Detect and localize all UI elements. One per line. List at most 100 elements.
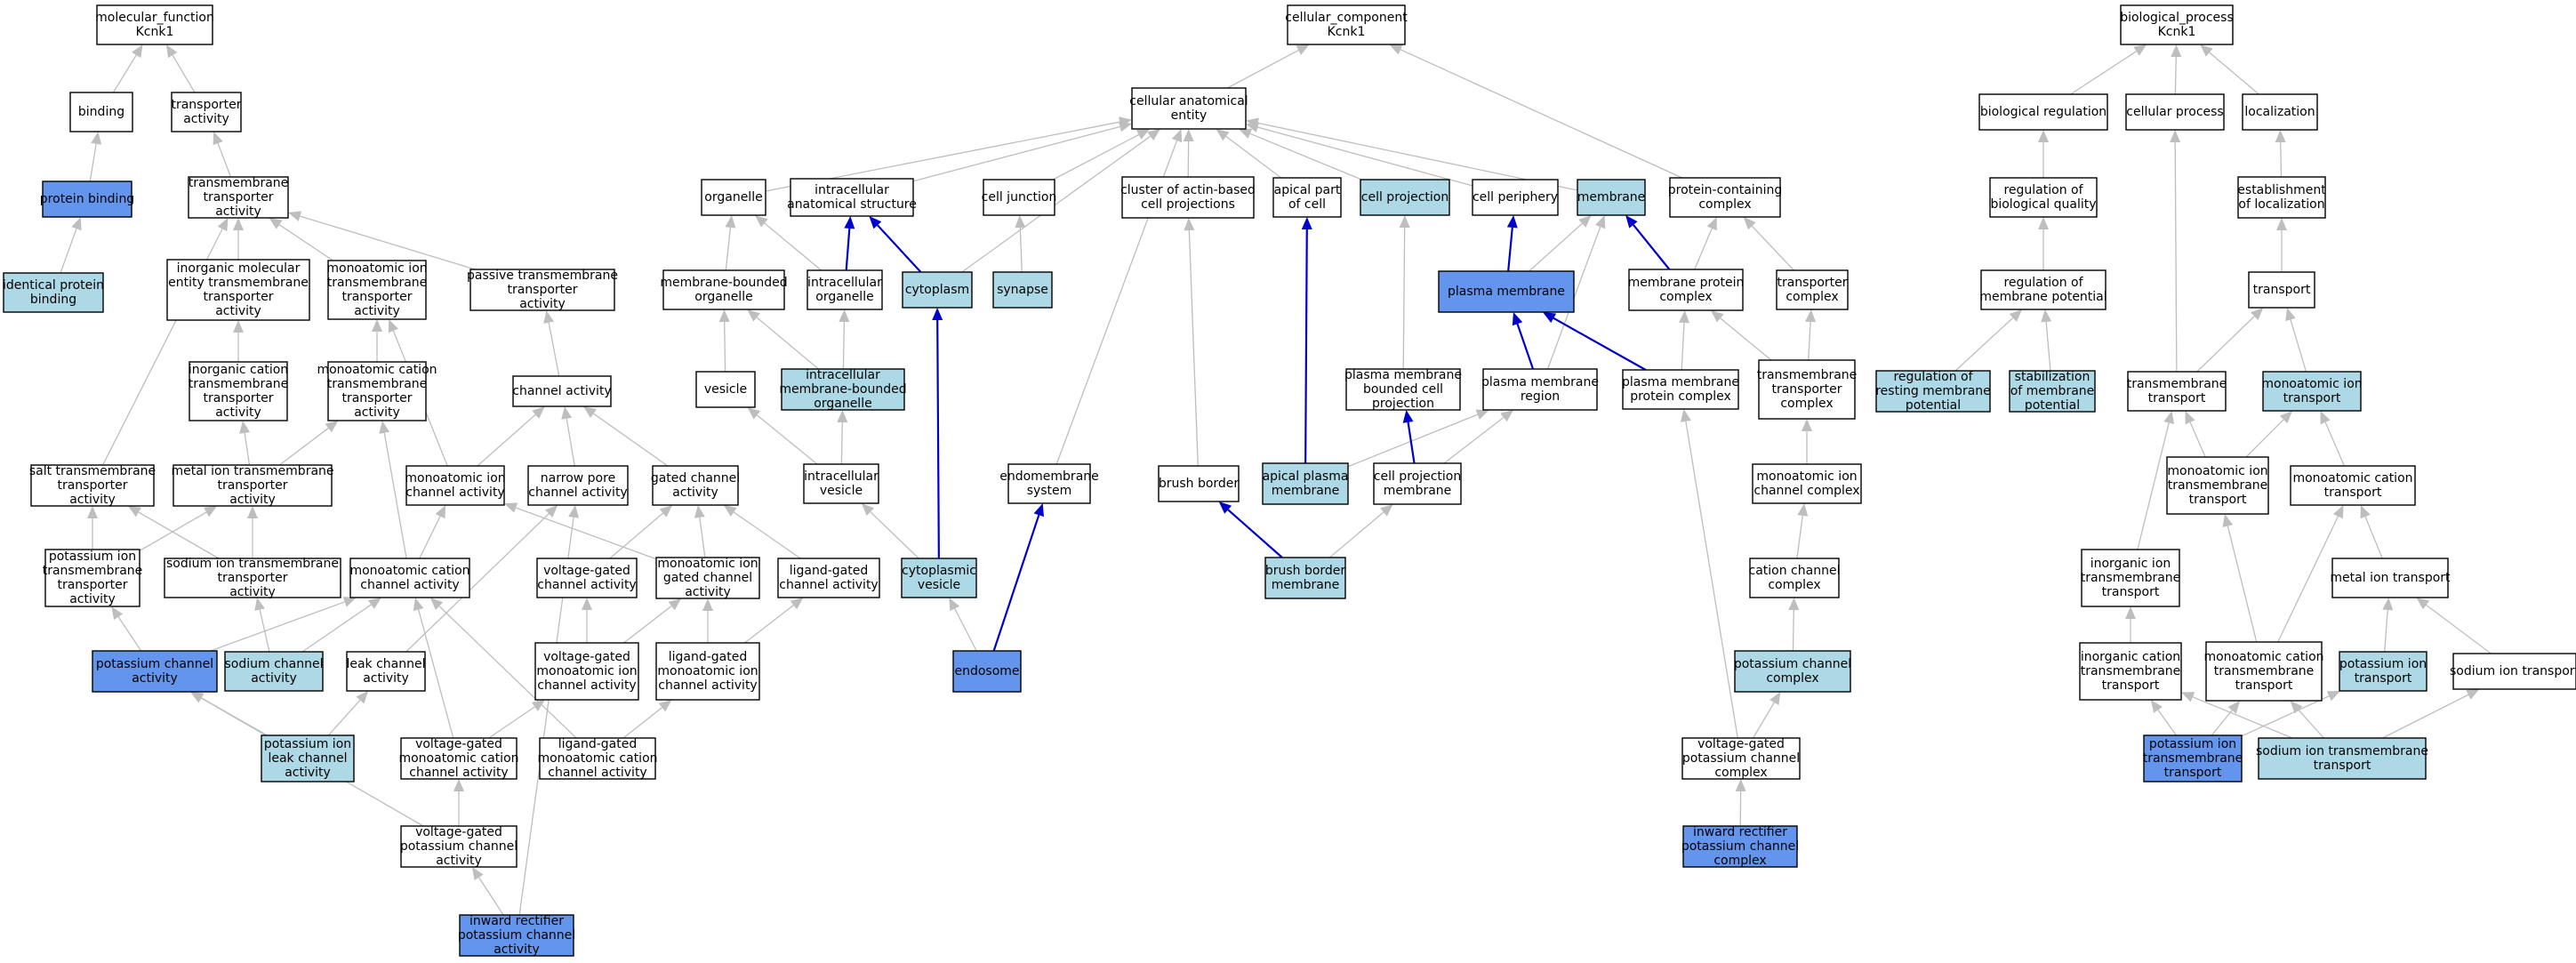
node-inorg_cation_tm[interactable]: inorganic cationtransmembranetransporter…: [189, 361, 289, 421]
node-na_ion_transport[interactable]: sodium ion transport: [2450, 653, 2576, 690]
edge-line: [877, 224, 922, 273]
arrowhead-icon: [561, 406, 573, 420]
node-channel_activity[interactable]: channel activity: [512, 375, 612, 407]
node-cell_junction[interactable]: cell junction: [982, 179, 1057, 216]
node-membrane[interactable]: membrane: [1577, 179, 1646, 216]
node-vesicle[interactable]: vesicle: [695, 371, 756, 408]
node-organelle[interactable]: organelle: [701, 179, 766, 216]
edge-mono_ion_transport-to-transport: [2285, 308, 2307, 373]
node-binding[interactable]: binding: [69, 92, 133, 132]
node-box: [512, 375, 612, 407]
node-metal_ion_tm[interactable]: metal ion transmembranetransporteractivi…: [171, 464, 333, 507]
node-metal_ion_transport[interactable]: metal ion transport: [2330, 558, 2451, 598]
node-cell_periphery[interactable]: cell periphery: [1472, 179, 1559, 216]
node-bio_reg[interactable]: biological regulation: [1978, 93, 2108, 131]
node-transport[interactable]: transport: [2248, 271, 2315, 309]
edge-line: [478, 877, 504, 916]
arrowhead-icon: [342, 597, 357, 607]
node-cell_projection[interactable]: cell projection: [1360, 179, 1450, 216]
node-label: inorganic ion: [2090, 557, 2171, 571]
node-cytoplasm[interactable]: cytoplasm: [902, 271, 973, 309]
edge-line: [300, 215, 476, 270]
node-protein_binding[interactable]: protein binding: [40, 181, 134, 218]
node-plasma_membrane[interactable]: plasma membrane: [1438, 270, 1575, 313]
node-endosome[interactable]: endosome: [952, 650, 1022, 693]
node-localization[interactable]: localization: [2242, 93, 2318, 131]
node-mono_ion_tm_trans[interactable]: monoatomic iontransmembranetransporterac…: [326, 260, 428, 320]
node-na_ion_tm[interactable]: sodium ion transmembranetransporteractiv…: [164, 557, 341, 599]
node-cellular_process[interactable]: cellular process: [2125, 93, 2225, 131]
node-mono_cation_tm_trans[interactable]: monoatomic cationtransmembranetransporte…: [317, 361, 437, 421]
node-k_ion_tm[interactable]: potassium iontransmembranetransporteract…: [43, 549, 143, 607]
node-synapse[interactable]: synapse: [992, 271, 1053, 309]
node-brush_border[interactable]: brush border: [1158, 465, 1240, 502]
